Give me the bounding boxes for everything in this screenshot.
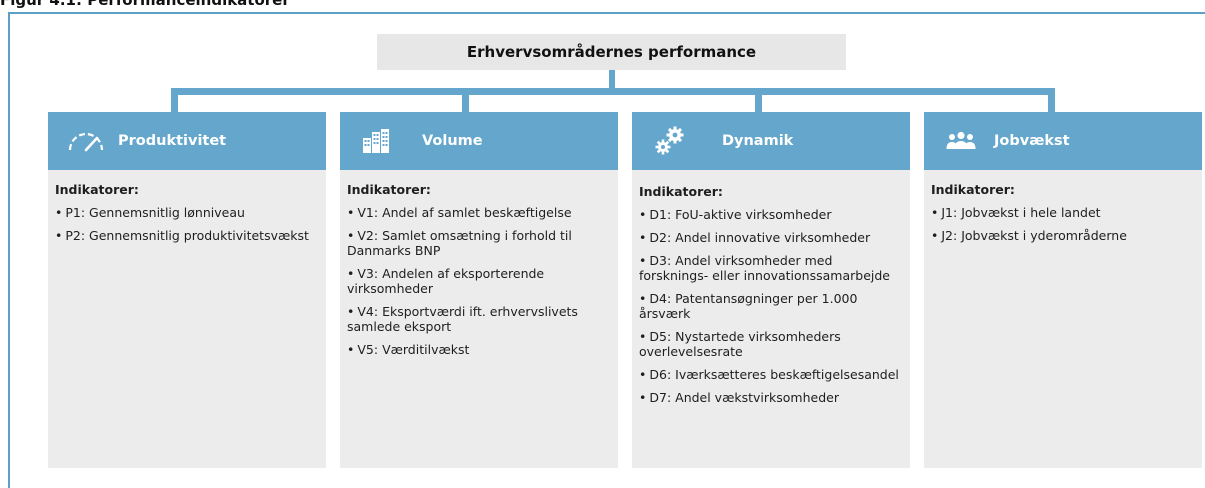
indicator-item: D7: Andel vækstvirksomheder <box>639 390 902 405</box>
frame-border-left <box>8 12 10 488</box>
indicators-label: Indikatorer: <box>55 182 139 197</box>
card-produktivitet: Produktivitet Indikatorer: P1: Gennemsni… <box>48 112 326 468</box>
gears-icon <box>654 126 686 156</box>
card-dynamik: Dynamik Indikatorer: D1: FoU-aktive virk… <box>632 112 910 468</box>
indicator-item: V2: Samlet omsætning i forhold til Danma… <box>347 228 610 258</box>
indicator-item: D5: Nystartede virksomheders overlevelse… <box>639 329 902 359</box>
card-header: Volume <box>340 112 618 170</box>
people-icon <box>946 131 976 151</box>
indicator-item: D1: FoU-aktive virksomheder <box>639 207 902 222</box>
card-body: Indikatorer: J1: Jobvækst i hele landet … <box>924 170 1202 468</box>
indicator-item: D4: Patentansøgninger per 1.000 årsværk <box>639 291 902 321</box>
card-body: Indikatorer: V1: Andel af samlet beskæft… <box>340 170 618 468</box>
frame-border-top <box>8 12 1205 14</box>
indicator-item: D3: Andel virksomheder med forsknings- e… <box>639 253 902 283</box>
card-title: Dynamik <box>722 133 794 149</box>
indicator-item: D2: Andel innovative virksomheder <box>639 230 902 245</box>
indicator-item: V4: Eksportværdi ift. erhvervslivets sam… <box>347 304 610 334</box>
connector-stem <box>609 70 615 90</box>
indicator-item: D6: Iværksætteres beskæftigelsesandel <box>639 367 902 382</box>
card-header: Produktivitet <box>48 112 326 170</box>
card-title: Produktivitet <box>118 133 227 149</box>
indicator-item: V5: Værditilvækst <box>347 342 610 357</box>
card-header: Jobvækst <box>924 112 1202 170</box>
card-volume: Volume Indikatorer: V1: Andel af samlet … <box>340 112 618 468</box>
indicators-label: Indikatorer: <box>639 184 723 199</box>
connector-drop-3 <box>755 88 762 112</box>
card-title: Volume <box>422 133 483 149</box>
indicators-label: Indikatorer: <box>347 182 431 197</box>
indicator-list: D1: FoU-aktive virksomheder D2: Andel in… <box>639 207 902 405</box>
buildings-icon <box>362 128 390 154</box>
indicator-item: J2: Jobvækst i yderområderne <box>931 228 1194 243</box>
card-header: Dynamik <box>632 112 910 170</box>
connector-drop-2 <box>462 88 469 112</box>
figure-title: Figur 4.1: Performanceindikatorer <box>0 0 290 9</box>
connector-drop-4 <box>1048 88 1055 112</box>
speedometer-icon <box>66 130 106 152</box>
card-jobvaekst: Jobvækst Indikatorer: J1: Jobvækst i hel… <box>924 112 1202 468</box>
card-body: Indikatorer: P1: Gennemsnitlig lønniveau… <box>48 170 326 468</box>
indicator-list: J1: Jobvækst i hele landet J2: Jobvækst … <box>931 205 1194 243</box>
diagram-header: Erhvervsområdernes performance <box>377 34 846 70</box>
connector-bar <box>171 88 1055 95</box>
indicator-item: J1: Jobvækst i hele landet <box>931 205 1194 220</box>
connector-drop-1 <box>171 88 178 112</box>
indicator-item: P2: Gennemsnitlig produktivitetsvækst <box>55 228 318 243</box>
indicator-item: V3: Andelen af eksporterende virksomhede… <box>347 266 610 296</box>
indicator-item: V1: Andel af samlet beskæftigelse <box>347 205 610 220</box>
indicator-item: P1: Gennemsnitlig lønniveau <box>55 205 318 220</box>
card-title: Jobvækst <box>994 133 1070 149</box>
card-body: Indikatorer: D1: FoU-aktive virksomheder… <box>632 170 910 468</box>
indicators-label: Indikatorer: <box>931 182 1015 197</box>
indicator-list: P1: Gennemsnitlig lønniveau P2: Gennemsn… <box>55 205 318 243</box>
indicator-list: V1: Andel af samlet beskæftigelse V2: Sa… <box>347 205 610 357</box>
